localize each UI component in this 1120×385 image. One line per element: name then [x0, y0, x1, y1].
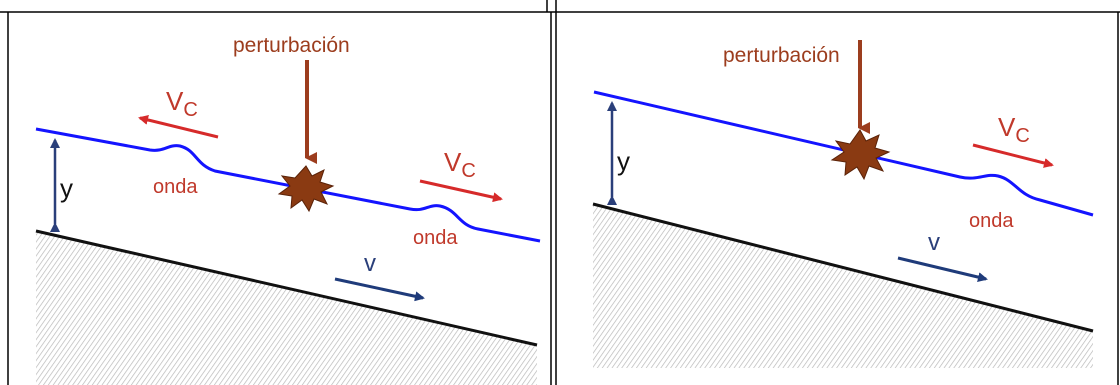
channel-ground-hatch: [593, 205, 1093, 368]
depth-label: y: [60, 173, 73, 203]
channel-bed-line: [592, 202, 1094, 333]
right-panel: y perturbación VC onda v: [592, 40, 1094, 368]
wave-label: onda: [969, 210, 1014, 232]
left-panel: y perturbación VC onda VC onda v: [35, 34, 541, 385]
wave-velocity-label: VC: [998, 112, 1030, 147]
wave-velocity-label-downstream: VC: [444, 147, 476, 182]
channel-ground-hatch: [36, 232, 537, 385]
flow-velocity-label: v: [364, 250, 376, 277]
wave-velocity-arrow-downstream: [419, 179, 503, 203]
wave-velocity-arrow-upstream: [138, 115, 219, 139]
wave-velocity-arrow: [972, 143, 1054, 168]
wave-label-downstream: onda: [413, 227, 458, 249]
flow-velocity-label: v: [928, 229, 940, 256]
flow-velocity-arrow: [334, 277, 425, 302]
disturbance-burst-icon: [830, 129, 891, 181]
water-surface-line: [35, 127, 541, 243]
depth-label: y: [617, 146, 630, 176]
channel-bed-line: [35, 229, 538, 347]
disturbance-label: perturbación: [723, 44, 840, 67]
water-surface-line: [593, 90, 1094, 217]
wave-label-upstream: onda: [153, 176, 198, 198]
wave-velocity-label-upstream: VC: [166, 86, 198, 121]
disturbance-burst-icon: [277, 165, 335, 213]
disturbance-label: perturbación: [233, 34, 350, 57]
flow-velocity-arrow: [897, 256, 988, 283]
